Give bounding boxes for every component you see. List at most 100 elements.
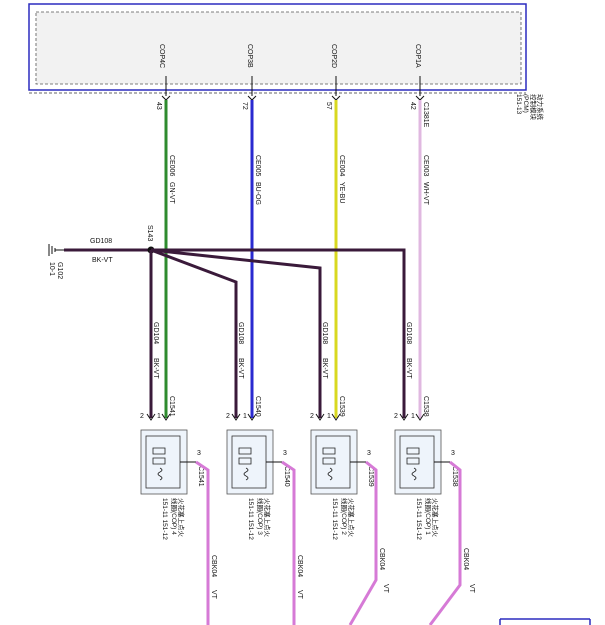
- pcm-module: 动力系统 控制模块 (PCM) 151-13: [28, 3, 545, 121]
- coil-output-wire: [195, 460, 210, 625]
- coil-connector-label: C1541: [168, 396, 175, 417]
- signal-circuit-label: CE006: [168, 155, 175, 177]
- pin-arrow: [247, 95, 257, 101]
- pcm-pin-number: 72: [241, 102, 248, 110]
- pin-arrow: [415, 413, 425, 421]
- pcm-label-line: 151-13: [515, 94, 522, 115]
- coil-pin-label: 3: [367, 450, 371, 457]
- coil-label-line: 线圈(COP) 2: [340, 498, 349, 535]
- coil-pin-label: 1: [243, 413, 247, 420]
- coil-pin-label: 2: [140, 413, 144, 420]
- ground-page: 10-1: [48, 262, 55, 276]
- coil-cop2: C1539 2 1 3 C1539 火花塞上点火 线圈(COP) 2 151-1…: [310, 396, 389, 625]
- signal-circuit-label: CE005: [254, 155, 261, 177]
- coil-pin-label: 2: [310, 413, 314, 420]
- ground-branch-wire: [151, 248, 406, 418]
- coil-output-circuit: CBK04: [296, 555, 303, 577]
- coil-winding-icon: [406, 447, 420, 481]
- coil-box: [310, 429, 358, 495]
- coil-label-line: 线圈(COP) 1: [424, 498, 433, 535]
- ground-branch-color: BK-VT: [321, 358, 328, 379]
- coil-label-line: 火花塞上点火: [347, 498, 356, 538]
- coil-connector-label: C1538: [422, 396, 429, 417]
- coil-cop4: C1541 2 1 3 C1541 火花塞上点火 线圈(COP) 4 151-1…: [140, 396, 217, 625]
- coil-pin-label: 1: [157, 413, 161, 420]
- coil-label-line: 火花塞上点火: [431, 498, 440, 538]
- coil-output-wire: [348, 460, 378, 625]
- ground-branch-color: BK-VT: [405, 358, 412, 379]
- signal-circuit-label: CE003: [422, 155, 429, 177]
- pcm-signal-label: COP4C: [158, 44, 165, 68]
- pcm-label-line: (PCM): [522, 94, 529, 113]
- coil-label-line: 151-11 151-12: [247, 498, 254, 540]
- coil-label: 火花塞上点火 线圈(COP) 4 151-11 151-12: [161, 498, 186, 540]
- pcm-connector-label: C1381E: [422, 102, 429, 128]
- coil-label-line: 火花塞上点火: [263, 498, 272, 538]
- ground-network: G102 10-1 GD108 BK-VT S143 GD104 BK-VT G…: [48, 225, 412, 418]
- signal-color-label: WH-VT: [422, 182, 429, 206]
- coil-cop1: C1538 2 1 3 C1538 火花塞上点火 线圈(COP) 1 151-1…: [394, 396, 475, 625]
- coil-box: [140, 429, 188, 495]
- coil-output-connector: C1541: [197, 466, 204, 487]
- ground-branch-circuit: GD104: [152, 322, 159, 344]
- ground-main-color: BK-VT: [92, 257, 113, 264]
- coil-output-connector: C1539: [367, 466, 374, 487]
- ground-symbol-icon: [48, 244, 64, 256]
- pin-arrow: [231, 413, 241, 421]
- pcm-pin-number: 57: [325, 102, 332, 110]
- coil-winding-icon: [238, 447, 252, 481]
- coil-pin-label: 1: [327, 413, 331, 420]
- ground-branch-circuit: GD108: [237, 322, 244, 344]
- coil-pin-label: 2: [394, 413, 398, 420]
- coil-label: 火花塞上点火 线圈(COP) 2 151-11 151-12: [331, 498, 356, 540]
- coil-pin-label: 3: [283, 450, 287, 457]
- pin-arrow: [161, 413, 171, 421]
- coil-output-wire: [428, 460, 462, 625]
- pcm-label-line: 控制模块: [529, 94, 538, 121]
- coil-output-color: VT: [382, 584, 389, 594]
- coil-pin-label: 3: [197, 450, 201, 457]
- pcm-frame: [28, 3, 527, 91]
- coil-winding-icon: [322, 447, 336, 481]
- coil-pin-label: 2: [226, 413, 230, 420]
- splice-label: S143: [146, 225, 153, 241]
- coil-pin-label: 1: [411, 413, 415, 420]
- pcm-label-line: 动力系统: [536, 94, 545, 121]
- pin-arrow: [331, 95, 341, 101]
- coil-label: 火花塞上点火 线圈(COP) 3 151-11 151-12: [247, 498, 272, 540]
- ground-branch-circuit: GD108: [321, 322, 328, 344]
- signal-circuit-label: CE004: [338, 155, 345, 177]
- ground-branch-circuit: GD108: [405, 322, 412, 344]
- coil-connector-label: C1540: [254, 396, 261, 417]
- coil-label-line: 火花塞上点火: [177, 498, 186, 538]
- coil-output-color: VT: [296, 590, 303, 600]
- pcm-signal-label: COP2D: [330, 44, 337, 68]
- coil-label: 火花塞上点火 线圈(COP) 1 151-11 151-12: [415, 498, 440, 540]
- coil-output-connector: C1538: [451, 466, 458, 487]
- coil-box: [394, 429, 442, 495]
- coil-label-line: 151-11 151-12: [161, 498, 168, 540]
- pcm-signal-label: COP3B: [246, 44, 253, 68]
- pin-arrow: [146, 413, 156, 421]
- pcm-pin-number: 42: [409, 102, 416, 110]
- coil-output-wire: [281, 460, 296, 625]
- pcm-inner-box: [35, 11, 522, 85]
- signal-color-label: BU-OG: [254, 182, 261, 205]
- ground-branch-wire: [150, 248, 322, 418]
- pcm-pin-number: 43: [155, 102, 162, 110]
- ground-main-circuit: GD108: [90, 238, 112, 245]
- coil-output-circuit: CBK04: [378, 548, 385, 570]
- coil-winding-icon: [152, 447, 166, 481]
- coil-output-color: VT: [210, 590, 217, 600]
- coil-cop3: C1540 2 1 3 C1540 火花塞上点火 线圈(COP) 3 151-1…: [226, 396, 303, 625]
- signal-color-label: GN-VT: [168, 182, 175, 205]
- coil-label-line: 线圈(COP) 3: [256, 498, 265, 535]
- coil-output-color: VT: [468, 584, 475, 594]
- coil-output-circuit: CBK04: [462, 548, 469, 570]
- pin-arrow: [247, 413, 257, 421]
- pin-arrow: [415, 95, 425, 101]
- pcm-label: 动力系统 控制模块 (PCM) 151-13: [515, 94, 545, 121]
- pin-arrow: [161, 95, 171, 101]
